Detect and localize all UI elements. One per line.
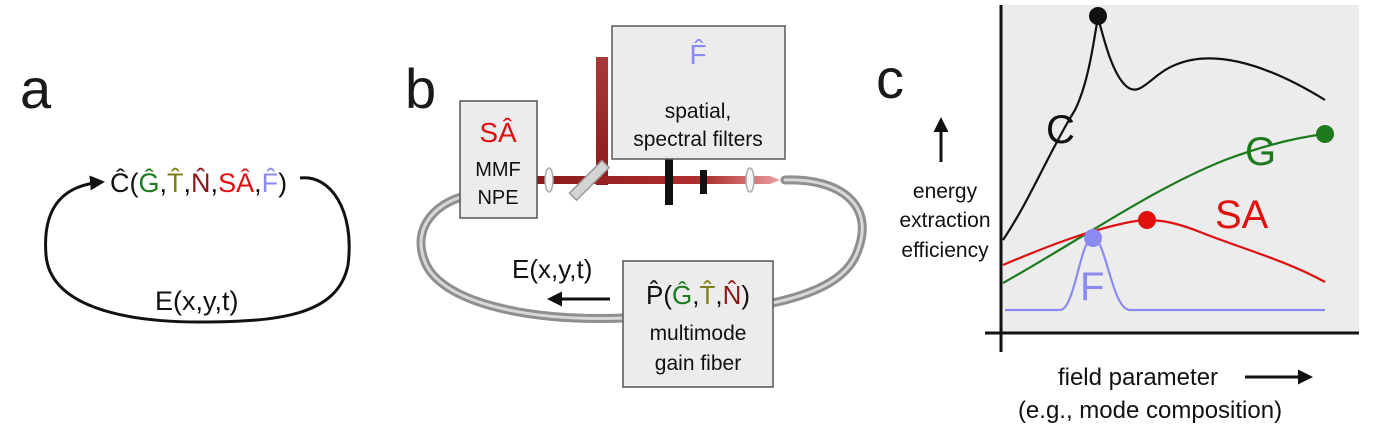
plot-area: [1001, 5, 1359, 333]
p-line-1: multimode: [650, 322, 747, 345]
curve-sa-max-point: [1138, 211, 1156, 229]
panel-b: b SÂ MMF NPE F̂ spatial, spectral filter…: [405, 25, 867, 388]
arg-t: T̂: [167, 168, 184, 198]
ylabel-line-2: extraction: [899, 209, 990, 232]
panel-a-letter: a: [20, 57, 52, 120]
ylabel-line-1: energy: [913, 180, 978, 203]
label-sa: SA: [1215, 193, 1269, 237]
curve-g-max-point: [1316, 125, 1334, 143]
curve-sa: [1002, 219, 1326, 283]
sa-line-1: MMF: [475, 159, 521, 181]
panel-b-letter: b: [405, 57, 436, 120]
cavity-operator-formula: Ĉ(Ĝ,T̂,N̂,SÂ,F̂): [110, 167, 287, 198]
f-symbol: F̂: [689, 39, 706, 70]
xlabel-subtitle: (e.g., mode composition): [1018, 397, 1282, 424]
panel-c: c C G SA F energy extraction efficiency …: [876, 5, 1359, 424]
curve-f-max-point: [1084, 229, 1102, 247]
lens-right: [745, 167, 755, 193]
lens-left: [544, 167, 554, 193]
arg-sa: SÂ: [218, 167, 254, 198]
curve-c-max-point: [1089, 7, 1107, 25]
field-label-b: E(x,y,t): [512, 254, 592, 284]
sa-line-2: NPE: [477, 187, 518, 209]
arg-f: F̂: [262, 168, 279, 198]
ylabel-line-3: efficiency: [901, 239, 989, 262]
curve-g: [1002, 132, 1326, 284]
sa-symbol: SÂ: [479, 117, 517, 148]
panel-a: a Ĉ(Ĝ,T̂,N̂,SÂ,F̂) E(x,y,t): [20, 57, 351, 324]
feedback-loop-arrow: [44, 175, 351, 324]
beam-splitter: [568, 159, 611, 202]
free-space-beam: [536, 176, 780, 184]
operator-c: Ĉ: [110, 167, 130, 198]
label-g: G: [1245, 130, 1276, 174]
arg-n: N̂: [191, 168, 211, 198]
panel-c-letter: c: [876, 47, 904, 110]
label-c: C: [1046, 108, 1075, 152]
p-line-2: gain fiber: [655, 352, 741, 375]
gain-fiber-box: P̂(Ĝ,T̂,N̂) multimode gain fiber: [622, 260, 774, 388]
filter-1: [665, 155, 673, 205]
curve-c: [1002, 14, 1326, 241]
f-line-1: spatial,: [665, 100, 732, 123]
filter-2: [700, 170, 707, 194]
sa-box: SÂ MMF NPE: [459, 100, 538, 219]
output-beam: [596, 57, 608, 185]
f-line-2: spectral filters: [633, 128, 763, 151]
p-operator-formula: P̂(Ĝ,T̂,N̂): [646, 280, 750, 310]
arg-g: Ĝ: [139, 167, 160, 198]
label-f: F: [1080, 265, 1104, 309]
filter-box: F̂ spatial, spectral filters: [611, 25, 786, 160]
xlabel: field parameter: [1058, 364, 1218, 391]
field-label-a: E(x,y,t): [155, 286, 239, 316]
